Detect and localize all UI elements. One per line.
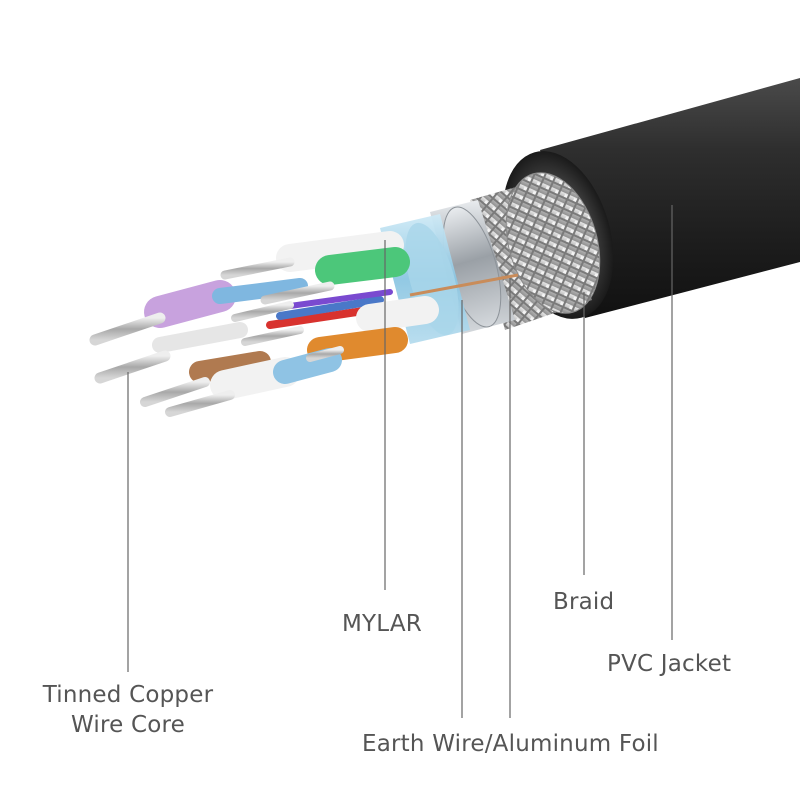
label-earth-wire-aluminum-foil: Earth Wire/Aluminum Foil	[362, 731, 659, 757]
label-tinned-copper-line2: Wire Core	[70, 711, 186, 738]
label-tinned-copper-wire-core: Tinned Copper Wire Core	[28, 681, 228, 741]
label-mylar: MYLAR	[342, 611, 422, 637]
label-tinned-copper-line1: Tinned Copper	[42, 682, 214, 708]
tinned-copper-strands	[89, 257, 344, 417]
leader-lines	[127, 205, 673, 718]
label-braid: Braid	[553, 589, 615, 615]
label-pvc-jacket: PVC Jacket	[607, 651, 732, 677]
earth-wire	[409, 273, 519, 297]
